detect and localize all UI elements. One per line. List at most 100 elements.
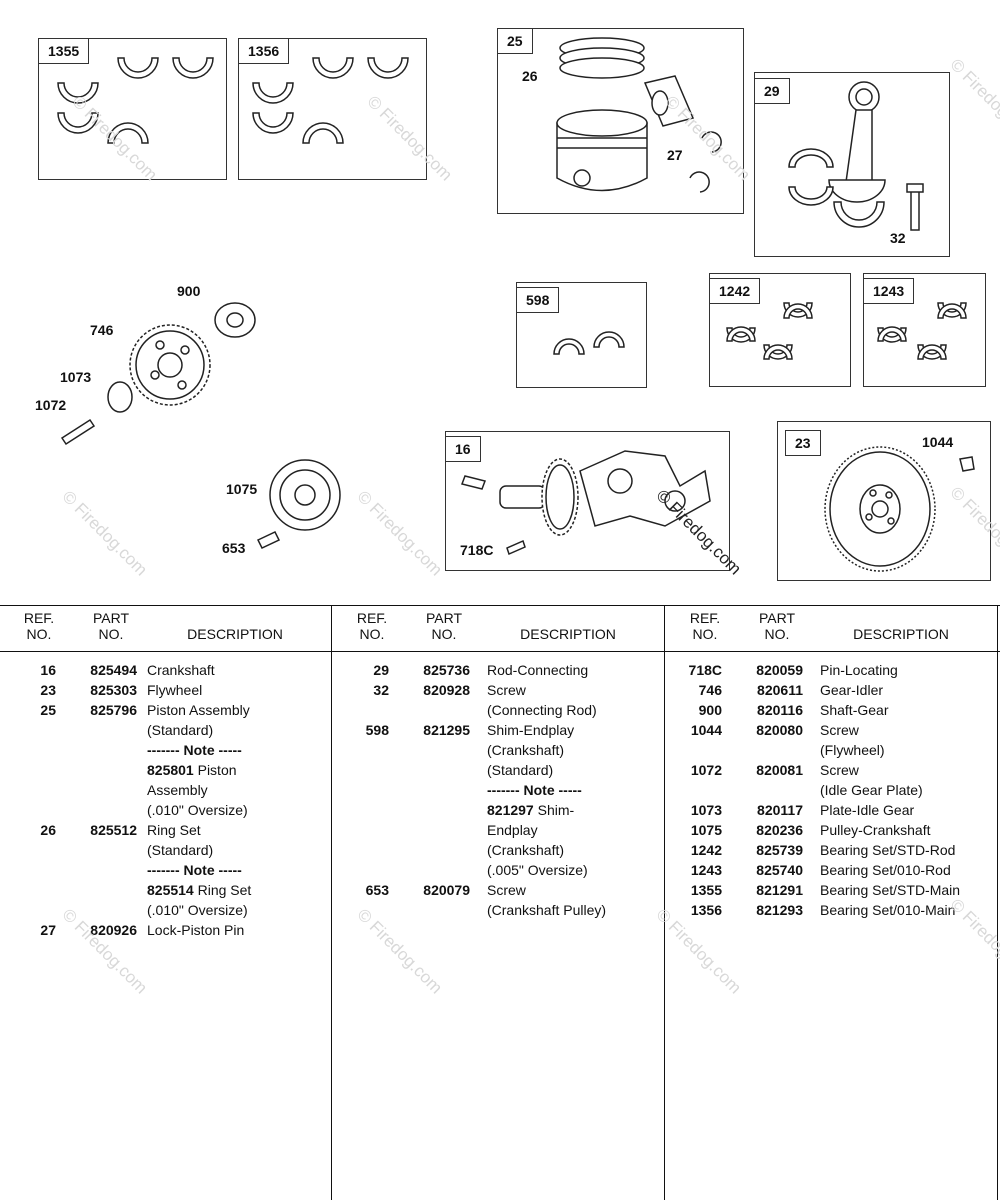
callout-1356[interactable]: 1356 [238,38,290,64]
description: Bearing Set/STD-Rod [820,842,956,858]
callout-32[interactable]: 32 [890,230,906,246]
part-number[interactable]: 820080 [756,722,803,738]
alt-part-number[interactable]: 825801 [147,762,194,778]
rod-bearing-halves-1242-icon [726,302,813,360]
callout-1075[interactable]: 1075 [226,481,258,497]
ref-number: 598 [365,722,389,738]
part-number[interactable]: 821293 [756,902,803,918]
description: Screw [487,682,526,698]
ref-number: 1075 [690,822,722,838]
alt-part-number[interactable]: 825514 [147,882,194,898]
note-divider: ------- Note ----- [147,742,242,758]
table-row: 1073 820117 Plate-Idle Gear [666,800,996,820]
callout-1072[interactable]: 1072 [35,397,67,413]
ref-number: 16 [40,662,56,678]
table-row: (Connecting Rod) [333,700,663,720]
part-number[interactable]: 825740 [756,862,803,878]
callout-598[interactable]: 598 [516,287,560,313]
ref-number: 27 [40,922,56,938]
part-number[interactable]: 825739 [756,842,803,858]
part-number[interactable]: 825303 [90,682,137,698]
callout-1073[interactable]: 1073 [60,369,92,385]
ref-number: 1044 [690,722,722,738]
callout-27[interactable]: 27 [667,147,683,163]
table-row: Assembly [0,780,330,800]
description: Piston Assembly [147,702,250,718]
description: (Crankshaft) [487,842,565,858]
ref-number: 653 [365,882,389,898]
table-row: (Crankshaft Pulley) [333,900,663,920]
alt-part-number[interactable]: 821297 [487,802,534,818]
ref-number: 26 [40,822,56,838]
callout-746[interactable]: 746 [90,322,114,338]
callout-1355[interactable]: 1355 [38,38,90,64]
description: Crankshaft [147,662,215,678]
callout-1242[interactable]: 1242 [709,278,761,304]
table-row: (.005" Oversize) [333,860,663,880]
description: Pulley-Crankshaft [820,822,931,838]
part-number[interactable]: 820117 [757,802,803,818]
part-number[interactable]: 820928 [423,682,470,698]
callout-1044[interactable]: 1044 [922,434,954,450]
part-number[interactable]: 825512 [90,822,137,838]
description: (Flywheel) [820,742,885,758]
description: Shim-Endplay [487,722,575,738]
idler-gear-icon [60,302,341,549]
description: (Standard) [147,722,214,738]
part-number[interactable]: 820081 [756,762,803,778]
part-number[interactable]: 820079 [423,882,470,898]
part-number[interactable]: 821295 [423,722,470,738]
part-number[interactable]: 821291 [756,882,803,898]
crankshaft-icon [461,450,711,556]
part-number[interactable]: 820611 [757,682,803,698]
part-number[interactable]: 825736 [423,662,470,678]
ref-number: 1073 [690,802,722,818]
callout-23[interactable]: 23 [785,430,821,456]
table-row: Endplay [333,820,663,840]
piston-rings-pin-icon [556,37,722,193]
table-row: (Standard) [333,760,663,780]
description: 825801 Piston [147,762,237,778]
description: (Crankshaft) [487,742,565,758]
part-number[interactable]: 825494 [90,662,137,678]
callout-718c[interactable]: 718C [460,542,494,558]
description: (Connecting Rod) [487,702,597,718]
callout-900[interactable]: 900 [177,283,201,299]
ref-number: 1072 [690,762,722,778]
callout-1243[interactable]: 1243 [863,278,915,304]
callout-653[interactable]: 653 [222,540,246,556]
callout-25[interactable]: 25 [497,28,533,54]
table-header-rule [0,651,1000,652]
ref-number: 1356 [690,902,722,918]
description: Plate-Idle Gear [820,802,915,818]
description: (Standard) [147,842,214,858]
callout-29[interactable]: 29 [754,78,790,104]
callout-26[interactable]: 26 [522,68,538,84]
part-number[interactable]: 825796 [90,702,137,718]
description: 825514 Ring Set [147,882,252,898]
part-number[interactable]: 820926 [90,922,137,938]
part-number[interactable]: 820116 [757,702,803,718]
callout-16[interactable]: 16 [445,436,481,462]
table-row: 1075 820236 Pulley-Crankshaft [666,820,996,840]
description: (.010" Oversize) [147,902,248,918]
main-bearing-halves-1356-icon [252,57,409,144]
ref-no-header: REF.NO. [23,610,55,642]
part-number[interactable]: 820059 [756,662,803,678]
part-number[interactable]: 820236 [756,822,803,838]
table-row: ------- Note ----- [0,860,330,880]
table-row: (Crankshaft) [333,740,663,760]
description: Pin-Locating [820,662,898,678]
